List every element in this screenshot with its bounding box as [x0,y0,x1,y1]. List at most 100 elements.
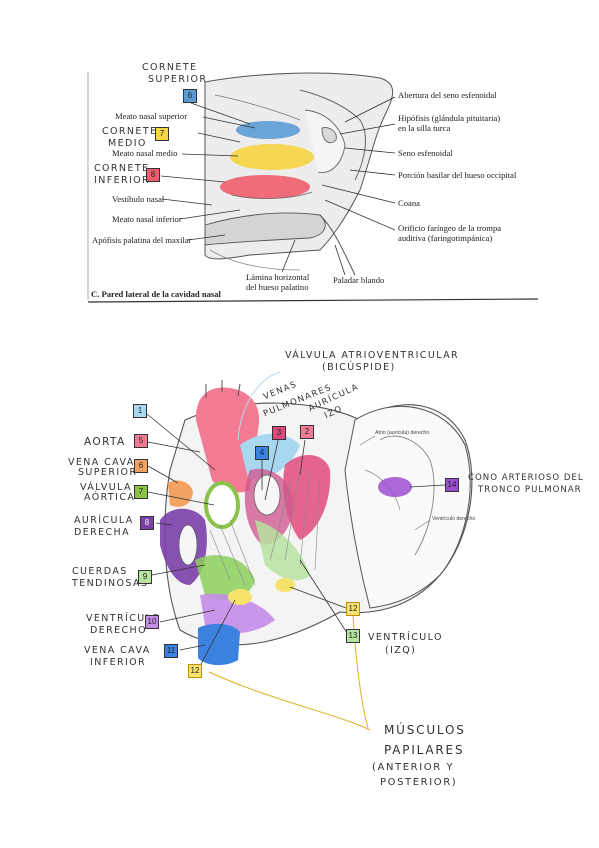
mitral-valve-ring [253,474,281,516]
leader-hipofisis [339,123,396,135]
box-4: 4 [255,446,269,460]
label-cornete-superior-1: CORNETE [142,62,198,73]
label-ventriculo-printed: Ventrículo derecho [432,516,476,522]
label-vena-cava-sup-2: SUPERIOR [78,467,138,478]
leader-seno [344,147,396,154]
label-cornete-medio-2: MEDIO [108,138,147,149]
right-atrium-opening [178,524,198,566]
label-musculos-3: (ANTERIOR Y [372,762,455,773]
label-ventriculo-izq-2: (IZQ) [385,645,417,656]
label-musculos-4: POSTERIOR) [380,777,458,788]
label-paladar: Paladar blando [333,275,385,285]
superior-vena-cava [168,480,193,507]
leader-meato-medio [181,153,239,157]
inferior-meatus-line [231,191,313,199]
chordae-lines [269,469,321,571]
label-cuerdas-1: CUERDAS [72,566,128,577]
middle-turbinate [230,144,314,170]
box-6-nasal: 6 [183,89,197,103]
label-cono-2: TRONCO PULMONAR [478,485,582,495]
label-orificio-2: auditiva (faringotimpánica) [398,233,493,243]
leader-b11 [179,644,206,651]
leader-b8 [155,522,173,526]
label-cornete-medio-1: CORNETE [102,126,158,137]
leader-abertura [344,96,396,123]
leader-b1 [146,413,216,471]
label-cornete-inferior-2: INFERIOR [94,175,151,186]
oral-line [209,249,301,271]
leader-b14 [409,484,446,488]
leader-box7 [197,132,241,143]
left-ventricle-chordae [255,520,310,581]
label-ventriculo-der-2: DERECHO [90,625,147,636]
leader-b10 [159,609,216,623]
label-musculos-2: PAPILARES [384,743,465,757]
label-coana: Coana [398,198,420,208]
aorta-branches [205,380,241,398]
leader-b2 [299,439,306,476]
label-cono-1: CONO ARTERIOSO DEL [468,473,584,483]
label-valvula-1: VÁLVULA ATRIOVENTRICULAR [285,350,460,361]
box-14: 14 [445,478,459,492]
leader-b9 [151,564,206,576]
box-3: 3 [272,426,286,440]
label-lamina-2: del hueso palatino [246,282,309,292]
box-9: 9 [138,570,152,584]
leader-b6 [147,465,179,484]
pulmonary-trunk [240,433,300,479]
label-hipofisis-1: Hipófisis (glándula pituitaria) [398,113,501,123]
hard-palate [204,212,326,246]
superior-turbinate [236,121,300,139]
leader-box8 [160,175,226,183]
label-valvula-aortica-1: VÁLVULA [80,482,132,493]
inferior-turbinate [220,175,310,199]
left-atrium [283,454,331,540]
papillary-muscle-a [228,589,252,605]
leader-vestibulo [161,198,213,206]
label-cuerdas-2: TENDINOSAS [72,578,149,589]
label-hipofisis-2: en la silla turca [398,123,451,133]
leader-b13 [299,559,350,637]
cono-arterioso [378,477,412,497]
leader-atrio [359,435,376,446]
label-ventriculo-izq-1: VENTRÍCULO [368,632,443,643]
inferior-vena-cava [198,623,240,666]
box-7-nasal: 7 [155,127,169,141]
label-auricula-der-2: DERECHA [74,527,130,538]
leader-ventriculo [414,519,431,531]
label-vestibulo: Vestíbulo nasal [112,194,165,204]
label-meato-inferior: Meato nasal inferior [112,214,182,224]
leader-b7 [147,491,215,506]
box-2: 2 [300,425,314,439]
box-13: 13 [346,629,360,643]
yellow-leader-2 [352,614,369,729]
label-musculos-1: MÚSCULOS [384,723,466,737]
leader-meato-inferior [179,209,241,220]
leader-porcion [349,169,396,176]
label-meato-superior: Meato nasal superior [115,111,188,121]
leader-b3 [264,435,280,501]
label-porcion: Porción basilar del hueso occipital [398,170,517,180]
box-1: 1 [133,404,147,418]
leader-meato-superior [202,116,256,129]
label-lamina-1: Lámina horizontal [246,272,310,282]
leader-coana [321,184,396,204]
heart-right-section [344,405,471,609]
box-7: 7 [134,485,148,499]
label-valvula-aortica-2: AÓRTICA [84,492,136,503]
papillary-muscle-b [275,578,295,592]
label-valvula-2: (BICÚSPIDE) [322,362,396,373]
label-vena-cava-sup-1: VENA CAVA [68,457,135,468]
label-abertura: Abertura del seno esfenoidal [398,90,497,100]
leader-apofisis [187,234,226,241]
label-aorta: AORTA [84,436,126,448]
label-seno: Seno esfenoidal [398,148,453,158]
box-11: 11 [164,644,178,658]
right-inner-wall [379,435,435,556]
leader-b12b [289,586,347,609]
leader-paladar [334,244,346,276]
right-ventricle [200,593,275,634]
label-vena-cava-inf-2: INFERIOR [90,657,147,668]
label-meato-medio: Meato nasal medio [112,148,178,158]
